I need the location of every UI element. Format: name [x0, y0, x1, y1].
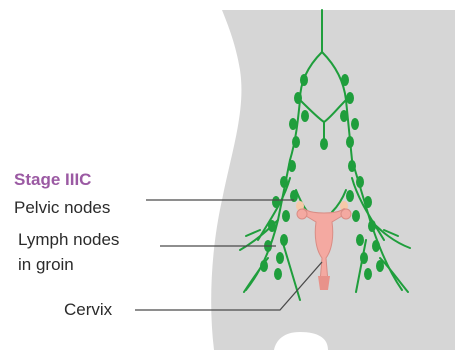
lymph-node — [356, 234, 364, 246]
lymph-node — [352, 210, 360, 222]
lymph-node — [280, 234, 288, 246]
lymph-node — [346, 136, 354, 148]
lymph-node — [346, 190, 354, 202]
lymph-node — [272, 196, 280, 208]
lymph-node — [301, 110, 309, 122]
lymph-node — [320, 138, 328, 150]
cervix-shape — [318, 276, 330, 290]
lymph-node — [274, 268, 282, 280]
pelvic-nodes-label: Pelvic nodes — [14, 197, 110, 219]
ovary-right — [341, 209, 351, 219]
lymph-node — [348, 160, 356, 172]
lymph-node — [268, 220, 276, 232]
lymph-node — [340, 110, 348, 122]
groin-nodes-label-line1: Lymph nodes — [18, 229, 119, 251]
lymph-node — [351, 118, 359, 130]
lymph-node — [276, 252, 284, 264]
lymph-node — [372, 240, 380, 252]
lymph-node — [346, 92, 354, 104]
lymph-node — [364, 196, 372, 208]
lymph-node — [280, 176, 288, 188]
lymph-node — [300, 74, 308, 86]
cervix-label: Cervix — [64, 299, 112, 321]
groin-nodes-label-line2: in groin — [18, 254, 74, 276]
lymph-node — [356, 176, 364, 188]
lymph-node — [289, 118, 297, 130]
ovary-left — [297, 209, 307, 219]
lymph-node — [294, 92, 302, 104]
lymph-node — [341, 74, 349, 86]
body-silhouette — [211, 10, 455, 350]
lymph-node — [260, 260, 268, 272]
lymph-node — [360, 252, 368, 264]
lymph-node — [368, 220, 376, 232]
lymph-node — [364, 268, 372, 280]
lymph-node — [376, 260, 384, 272]
lymph-node — [282, 210, 290, 222]
lymph-node — [292, 136, 300, 148]
stage-label: Stage IIIC — [14, 169, 91, 191]
lymph-node — [288, 160, 296, 172]
